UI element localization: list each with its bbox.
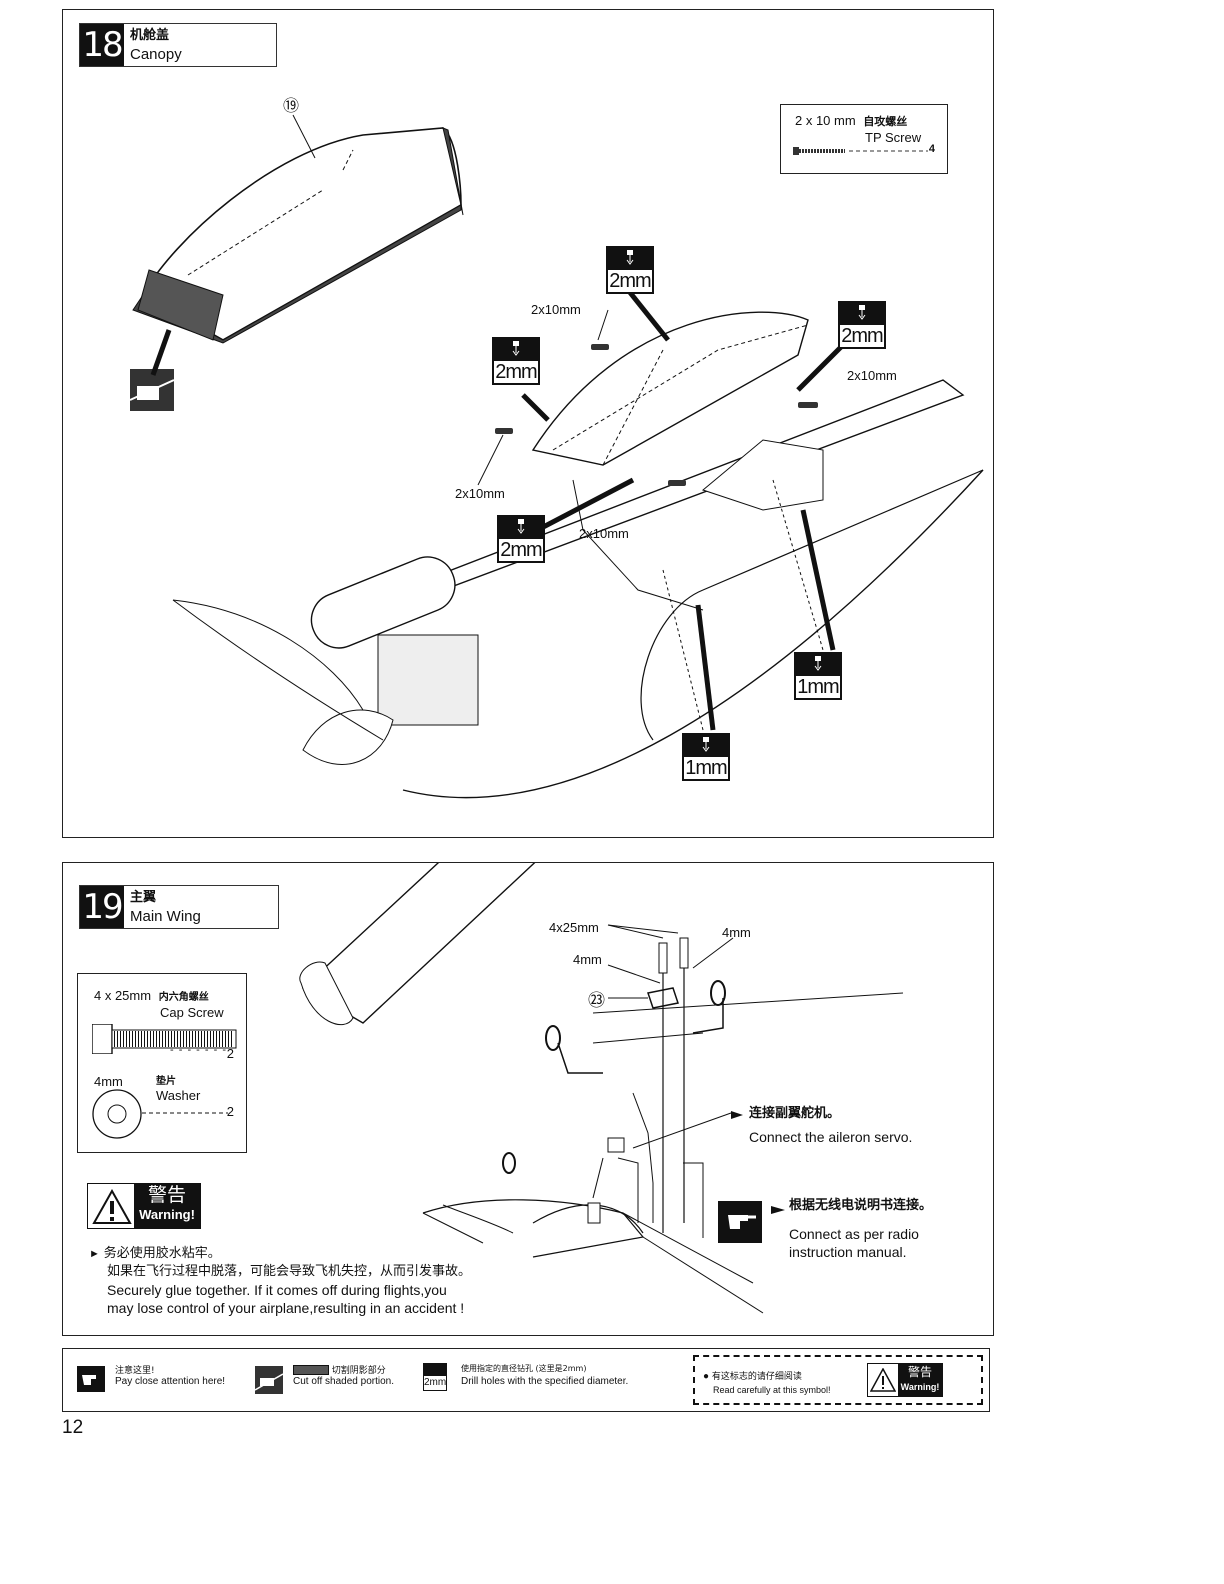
step18-panel: 18 机舱盖 Canopy ⑲ 2 x 10 mm 自攻螺丝 TP Screw … <box>62 9 994 838</box>
washer-label-right: 4mm <box>722 925 751 940</box>
read-carefully-box: ● 有这标志的请仔细阅读 Read carefully at this symb… <box>693 1355 983 1405</box>
drill-legend-badge: 2mm <box>423 1363 447 1393</box>
legend-attention-en: Pay close attention here! <box>115 1376 226 1387</box>
warning-badge: 警告 Warning! <box>87 1183 201 1229</box>
pointing-hand-icon <box>718 1201 762 1243</box>
screw-label-left: 2x10mm <box>455 486 505 501</box>
step19-panel: 19 主翼 Main Wing 4 x 25mm 内六角螺丝 Cap Screw… <box>62 862 994 1336</box>
step18-parts-box: 2 x 10 mm 自攻螺丝 TP Screw 4 <box>780 104 948 174</box>
legend-drill-cn: 使用指定的直径钻孔 (这里是2mm) <box>461 1364 587 1373</box>
drill-badge-1mm-right: 1mm <box>794 652 842 700</box>
step-number: 19 <box>80 886 124 928</box>
screw-label-right: 2x10mm <box>847 368 897 383</box>
page-number: 12 <box>62 1417 84 1438</box>
drill-icon <box>497 515 545 539</box>
parts-size: 2 x 10 mm <box>795 113 856 128</box>
legend-read-cn: 有这标志的请仔细阅读 <box>711 1372 802 1382</box>
legend-read-en: Read carefully at this symbol! <box>713 1385 831 1395</box>
plate-part-number: ㉓ <box>588 991 605 1010</box>
step-title-en: Canopy <box>130 46 182 63</box>
parts-name-en: TP Screw <box>865 130 922 145</box>
legend-attention-cn: 注意这里! <box>115 1366 155 1376</box>
washer-label-left: 4mm <box>573 952 602 967</box>
tp-screw-icon <box>793 147 928 155</box>
washer-name-cn: 垫片 <box>156 1076 176 1087</box>
screw-4x25-label: 4x25mm <box>549 920 599 935</box>
drill-badge-right: 2mm <box>838 301 886 349</box>
washer-name-en: Washer <box>156 1088 201 1103</box>
drill-icon <box>838 301 886 325</box>
shaded-swatch <box>293 1365 329 1376</box>
legend-cut-en: Cut off shaded portion. <box>293 1376 394 1387</box>
legend-cut-cn: 切割阴影部分 <box>331 1366 386 1376</box>
step-number: 18 <box>80 24 124 66</box>
step-title-cn: 主翼 <box>130 890 157 905</box>
washer-icon <box>92 1089 228 1139</box>
drill-icon <box>492 337 540 361</box>
washer-qty: 2 <box>226 1104 234 1119</box>
step-title: 机舱盖 Canopy <box>124 24 188 66</box>
cap-qty: 2 <box>226 1046 234 1061</box>
aileron-note: 连接副翼舵机。 Connect the aileron servo. <box>749 1105 912 1146</box>
cap-name-en: Cap Screw <box>160 1005 224 1020</box>
cut-shaded-icon <box>254 1366 284 1394</box>
step19-parts-box: 4 x 25mm 内六角螺丝 Cap Screw - - - - - - - 2… <box>77 973 247 1153</box>
washer-size: 4mm <box>94 1074 123 1089</box>
aileron-note-cn: 连接副翼舵机。 <box>749 1106 841 1121</box>
step18-header: 18 机舱盖 Canopy <box>79 23 277 67</box>
warning-text: ► 务必使用胶水粘牢。 如果在飞行过程中脱落，可能会导致飞机失控，从而引发事故。… <box>89 1246 472 1316</box>
radio-note-cn: 根据无线电说明书连接。 <box>789 1198 933 1213</box>
warning-triangle-icon <box>92 1189 132 1224</box>
canopy-part-number: ⑲ <box>283 98 300 115</box>
step-title: 主翼 Main Wing <box>124 886 207 928</box>
drill-icon <box>794 652 842 676</box>
radio-note-en-1: Connect as per radio <box>789 1226 919 1242</box>
cap-name-cn: 内六角螺丝 <box>158 992 209 1003</box>
drill-icon <box>682 733 730 757</box>
drill-icon <box>606 246 654 270</box>
drill-badge-left: 2mm <box>492 337 540 385</box>
drill-badge-top: 2mm <box>606 246 654 294</box>
screw-label-mid: 2x10mm <box>579 526 629 541</box>
aileron-note-en: Connect the aileron servo. <box>749 1129 913 1145</box>
symbol-legend: 注意这里! Pay close attention here! 切割阴影部分 C… <box>62 1348 990 1412</box>
warning-badge-en: Warning! <box>139 1207 195 1222</box>
drill-badge-bottom: 2mm <box>497 515 545 563</box>
cap-screw-icon <box>92 1024 237 1054</box>
warning-triangle-icon <box>870 1368 896 1392</box>
cap-size: 4 x 25mm <box>94 988 152 1003</box>
screw-label-top: 2x10mm <box>531 302 581 317</box>
step19-header: 19 主翼 Main Wing <box>79 885 279 929</box>
canopy-illustration <box>129 114 984 799</box>
parts-name-cn: 自攻螺丝 <box>863 115 908 128</box>
warning-badge-cn: 警告 <box>147 1184 186 1206</box>
main-wing-illustration <box>299 863 904 1314</box>
legend-drill-en: Drill holes with the specified diameter. <box>461 1376 629 1387</box>
warning-badge-small: 警告 Warning! <box>867 1363 943 1397</box>
cap-qty-line: - - - - - - - <box>170 1044 227 1056</box>
drill-badge-1mm-left: 1mm <box>682 733 730 781</box>
step-title-cn: 机舱盖 <box>130 28 170 43</box>
step-title-en: Main Wing <box>130 908 201 925</box>
parts-qty: 4 <box>928 143 935 155</box>
radio-note-en-2: instruction manual. <box>789 1244 907 1260</box>
pointing-hand-icon <box>77 1366 105 1392</box>
radio-note: 根据无线电说明书连接。 Connect as per radio instruc… <box>789 1197 932 1261</box>
